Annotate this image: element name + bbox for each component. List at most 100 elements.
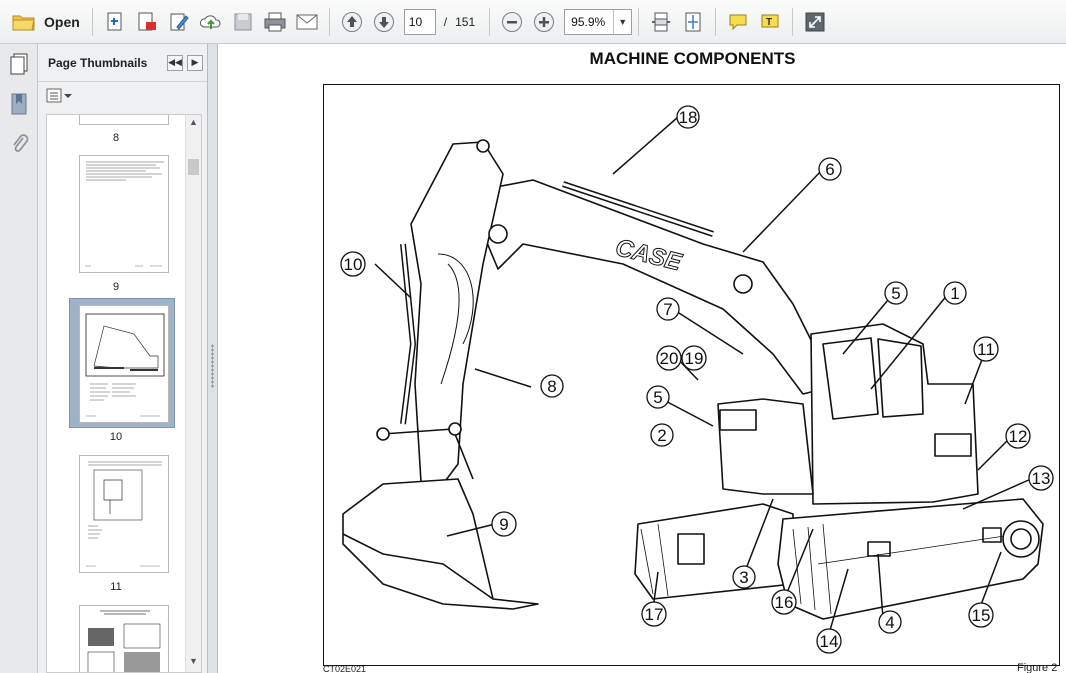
callout-2: 2 (650, 423, 674, 447)
toolbar-separator (638, 7, 640, 36)
comment-button[interactable] (722, 6, 754, 38)
callout-9: 18 (676, 105, 700, 129)
page-preview (85, 313, 165, 417)
zoom-out-button[interactable] (496, 6, 528, 38)
fit-width-icon (652, 12, 671, 31)
thumbnail-scrollbar[interactable]: ▲ ▼ (185, 115, 201, 672)
fit-page-button[interactable] (677, 6, 709, 38)
create-pdf-icon (107, 12, 122, 30)
excavator-diagram: CASE (340, 105, 1054, 654)
callout-label: 17 (645, 605, 664, 624)
callout-12: 11 (973, 336, 999, 362)
expand-icon (805, 12, 825, 31)
zoom-out-icon (502, 11, 523, 32)
scroll-up-icon[interactable]: ▲ (189, 117, 198, 127)
zoom-value: 95.9% (571, 14, 606, 29)
callout-label: 10 (344, 255, 363, 274)
thumbnail-label: 9 (112, 281, 120, 293)
toolbar-separator (328, 7, 330, 36)
email-button[interactable] (291, 6, 323, 38)
scrollbar-thumb[interactable] (188, 159, 199, 175)
attachments-toggle[interactable] (0, 124, 38, 164)
paperclip-icon (13, 134, 29, 152)
toolbar-separator (792, 7, 794, 36)
thumbnail-label: 11 (110, 581, 122, 593)
callout-label: 2 (657, 426, 666, 445)
callout-label: 12 (1009, 427, 1028, 446)
document-view[interactable]: MACHINE COMPONENTS (219, 44, 1066, 673)
page-number-input[interactable]: 10 (403, 8, 436, 35)
comment-bubble-icon (729, 14, 747, 30)
callout-label: 16 (775, 593, 794, 612)
figure-label: Figure 2 (1017, 662, 1058, 673)
figure-frame (323, 84, 1060, 666)
zoom-in-button[interactable] (528, 6, 560, 38)
panel-splitter[interactable] (208, 44, 218, 673)
callout-19: 19 (681, 345, 707, 371)
print-button[interactable] (259, 6, 291, 38)
highlight-marker-icon: T (761, 14, 779, 28)
fit-width-button[interactable] (645, 6, 677, 38)
figure-code: CT02E021 (323, 664, 367, 673)
page-thumbnails-toggle[interactable] (0, 44, 38, 84)
callout-18: 17 (641, 601, 667, 627)
export-pdf-button[interactable] (131, 6, 163, 38)
page-preview (86, 461, 162, 567)
callout-3: 3 (732, 565, 756, 589)
open-button-label: Open (44, 13, 80, 30)
panel-title: Page Thumbnails (48, 55, 148, 70)
expand-panel-button[interactable]: ▶ (187, 54, 203, 71)
thumbnail-page-8[interactable] (79, 115, 169, 125)
callout-4: 4 (878, 610, 902, 634)
thumbnail-page-11[interactable] (79, 455, 169, 573)
create-pdf-button[interactable] (99, 6, 131, 38)
callout-label: 4 (885, 613, 894, 632)
upload-cloud-button[interactable] (195, 6, 227, 38)
next-page-button[interactable] (368, 6, 400, 38)
callout-5: 5 (884, 281, 908, 305)
scroll-down-icon[interactable]: ▼ (189, 656, 198, 666)
page-preview (85, 161, 164, 267)
zoom-select[interactable]: 95.9% ▼ (564, 8, 633, 35)
toolbar-separator (715, 7, 717, 36)
callout-13: 12 (1005, 423, 1031, 449)
callout-label: 14 (820, 632, 839, 651)
previous-page-button[interactable] (336, 6, 368, 38)
toolbar-separator (489, 7, 491, 36)
thumbnail-page-12[interactable] (79, 605, 169, 672)
splitter-grip[interactable] (211, 344, 214, 388)
toolbar-separator (91, 7, 93, 36)
open-button[interactable]: Open (6, 6, 86, 38)
callout-label: 19 (685, 349, 704, 368)
thumbnail-page-9[interactable] (79, 155, 169, 273)
callout-label: 15 (972, 606, 991, 625)
folder-icon (12, 15, 35, 30)
panel-header: Page Thumbnails ◀◀ ▶ (38, 44, 207, 82)
thumbnail-options (38, 82, 207, 110)
full-screen-button[interactable] (799, 6, 831, 38)
highlight-button[interactable]: T (754, 6, 786, 38)
pages-icon (10, 53, 28, 75)
options-menu-icon[interactable] (46, 88, 74, 104)
page-title: MACHINE COMPONENTS (589, 49, 796, 68)
callout-20: 20 (656, 345, 682, 371)
thumbnail-list[interactable]: 8 9 (46, 114, 202, 673)
page-separator: / (443, 14, 448, 29)
thumbnail-page-10[interactable] (79, 305, 169, 423)
thumbnail-label: 10 (109, 431, 123, 443)
callout-label: 11 (977, 340, 995, 359)
save-button[interactable] (227, 6, 259, 38)
edit-pdf-button[interactable] (163, 6, 195, 38)
bookmarks-toggle[interactable] (0, 84, 38, 124)
chevron-down-icon[interactable]: ▼ (613, 9, 631, 34)
collapse-panel-button[interactable]: ◀◀ (167, 54, 183, 71)
callout-10: 9 (491, 511, 517, 537)
page-preview (87, 610, 161, 672)
callout-label: 5 (653, 388, 662, 407)
callout-label: 6 (825, 160, 834, 179)
thumbnail-label: 8 (112, 132, 120, 144)
callout-label: 20 (660, 349, 679, 368)
callout-label: 13 (1032, 469, 1051, 488)
zoom-in-icon (534, 11, 555, 32)
callout-15: 14 (816, 628, 842, 654)
